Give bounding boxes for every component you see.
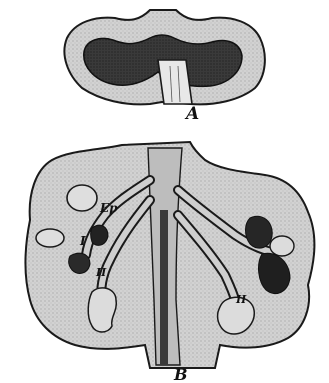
panel-b-bud-lower-dark: [69, 253, 90, 273]
panel-b: Ep I II II B: [25, 142, 314, 383]
label-ep: Ep: [99, 201, 118, 215]
label-i: I: [79, 234, 86, 248]
panel-b-bud-ii-left: [88, 288, 116, 332]
panel-b-bud-ep: [67, 185, 97, 211]
panel-a-stalk: [158, 60, 192, 104]
panel-a-label: A: [184, 104, 199, 124]
panel-b-bud-right-light: [270, 236, 294, 256]
panel-b-bud-right-upper: [246, 216, 273, 248]
panel-a: A: [64, 10, 264, 124]
panel-b-duct-dark-core: [160, 210, 168, 365]
panel-b-bud-i-dark: [91, 225, 109, 245]
panel-b-bud-upper-left: [36, 229, 64, 247]
panel-b-label: B: [173, 365, 188, 383]
label-ii-left: II: [95, 266, 107, 279]
label-ii-right: II: [235, 293, 247, 306]
